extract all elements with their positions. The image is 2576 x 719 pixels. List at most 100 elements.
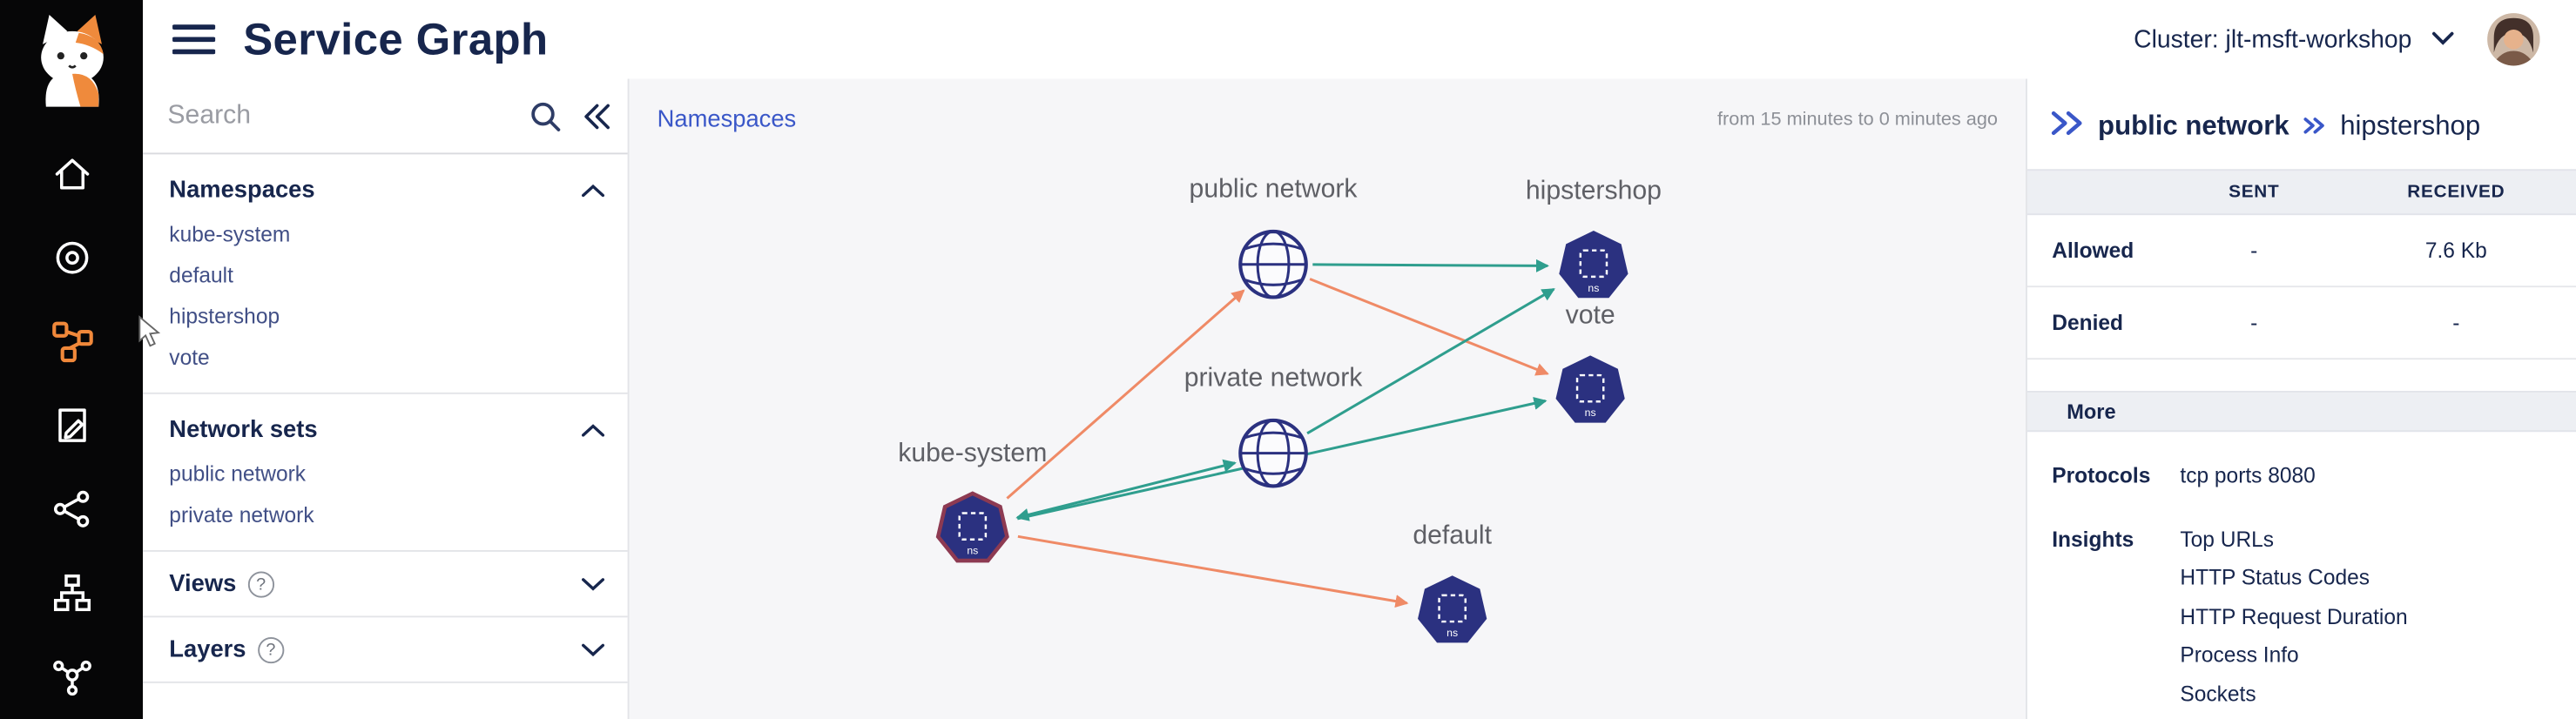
page-title: Service Graph	[243, 14, 549, 64]
graph-edge-kube-system-to-private-network[interactable]	[1015, 459, 1237, 521]
namespaces-section-header[interactable]: Namespaces	[143, 167, 628, 213]
home-icon[interactable]	[49, 151, 95, 198]
chevron-up-icon	[582, 184, 605, 198]
rail-nav	[0, 151, 143, 700]
share-icon[interactable]	[49, 486, 95, 532]
insight-link[interactable]: Process Info	[2180, 642, 2299, 667]
sidebar-item-namespace[interactable]: hipstershop	[169, 304, 280, 329]
help-icon[interactable]: ?	[257, 636, 284, 663]
sitemap-icon[interactable]	[49, 570, 95, 616]
graph-node-kube-system[interactable]: ns	[934, 491, 1010, 567]
topbar-right: Cluster: jlt-msft-workshop	[2134, 13, 2540, 66]
service-graph-icon[interactable]	[49, 319, 95, 365]
protocols-label: Protocols	[2052, 462, 2151, 488]
graph-node-hipstershop[interactable]: ns	[1556, 228, 1632, 304]
graph-view-label: Namespaces	[657, 106, 797, 133]
graph-node-label-vote: vote	[1565, 302, 1615, 331]
help-icon[interactable]: ?	[247, 570, 274, 597]
double-chevron-right-icon[interactable]	[2050, 110, 2083, 144]
views-section-label: Views	[169, 570, 237, 597]
graph-edge-public-network-to-hipstershop[interactable]	[1312, 259, 1549, 272]
flow-table-header: SENT RECEIVED	[2026, 169, 2576, 216]
graph-edge-private-network-to-hipstershop[interactable]	[1306, 287, 1555, 435]
graph-node-label-private-network: private network	[1183, 364, 1363, 393]
network-sets-section-header[interactable]: Network sets	[143, 407, 628, 454]
svg-text:ns: ns	[1588, 282, 1599, 294]
graph-nodes-layer: public network hipstershop ns vote ns private…	[630, 79, 2026, 719]
views-section-header[interactable]: Views ?	[143, 552, 628, 618]
mouse-cursor	[138, 315, 162, 356]
graph-node-vote[interactable]: ns	[1553, 353, 1629, 429]
flow-table-row: Allowed - 7.6 Kb	[2026, 215, 2576, 288]
more-label: More	[2067, 400, 2116, 423]
graph-node-public-network[interactable]	[1236, 226, 1312, 302]
graph-node-private-network[interactable]	[1236, 415, 1312, 491]
graph-node-label-hipstershop: hipstershop	[1525, 177, 1662, 205]
column-sent: SENT	[2229, 182, 2280, 203]
collapse-sidebar-icon[interactable]	[580, 101, 611, 131]
more-section-header: More	[2026, 390, 2576, 433]
calico-cat-logo[interactable]	[25, 8, 118, 118]
flow-row-label: Denied	[2052, 310, 2124, 335]
graph-node-label-kube-system: kube-system	[898, 440, 1048, 468]
donut-icon[interactable]	[49, 235, 95, 281]
breadcrumb-separator-icon	[2304, 112, 2326, 142]
sidebar-item-namespace[interactable]: default	[169, 262, 233, 288]
flow-row-sent: -	[2250, 310, 2258, 335]
top-bar: Service Graph Cluster: jlt-msft-workshop	[143, 0, 2576, 79]
network-sets-section: Network sets public network private netwo…	[143, 394, 628, 552]
chevron-down-icon	[582, 642, 605, 656]
protocols-value: tcp ports 8080	[2180, 462, 2316, 488]
flow-details-panel: public network hipstershop SENT RECEIVED…	[2026, 78, 2576, 719]
namespaces-section: Namespaces kube-system default hipstershop…	[143, 154, 628, 394]
flow-row-received: -	[2452, 310, 2460, 335]
insight-link[interactable]: Top URLs	[2180, 526, 2275, 551]
flow-row-received: 7.6 Kb	[2424, 238, 2487, 263]
insight-link[interactable]: HTTP Status Codes	[2180, 564, 2370, 590]
chevron-down-icon	[582, 577, 605, 590]
sidebar: Namespaces kube-system default hipstershop…	[143, 78, 630, 719]
graph-node-label-default: default	[1413, 521, 1492, 550]
flow-table-row: Denied - -	[2026, 287, 2576, 360]
svg-text:ns: ns	[1585, 407, 1596, 419]
search-icon[interactable]	[529, 99, 562, 132]
breadcrumb-source[interactable]: public network	[2098, 111, 2289, 142]
network-sets-section-label: Network sets	[169, 417, 318, 444]
chevron-up-icon	[582, 424, 605, 437]
insights-label: Insights	[2052, 526, 2134, 551]
graph-node-label-public-network: public network	[1189, 175, 1358, 204]
molecule-icon[interactable]	[49, 654, 95, 700]
breadcrumb: public network hipstershop	[2027, 79, 2576, 170]
insight-link[interactable]: HTTP Request Duration	[2180, 603, 2408, 628]
search-row	[143, 79, 628, 155]
service-graph-canvas[interactable]: public network hipstershop ns vote ns private…	[629, 78, 2026, 719]
pen-icon[interactable]	[49, 402, 95, 448]
layers-section-header[interactable]: Layers ?	[143, 617, 628, 683]
breadcrumb-target[interactable]: hipstershop	[2340, 111, 2481, 142]
search-input[interactable]	[164, 99, 511, 132]
sidebar-item-namespace[interactable]: kube-system	[169, 221, 291, 246]
sidebar-item-network-set[interactable]: private network	[169, 502, 314, 527]
namespaces-section-label: Namespaces	[169, 177, 315, 204]
app-icon-rail	[0, 0, 161, 719]
protocols-row: Protocols tcp ports 8080	[2027, 456, 2576, 494]
layers-section-label: Layers	[169, 636, 246, 663]
chevron-down-icon[interactable]	[2431, 24, 2454, 54]
graph-node-default[interactable]: ns	[1414, 573, 1490, 648]
user-avatar[interactable]	[2487, 13, 2540, 66]
sidebar-item-network-set[interactable]: public network	[169, 461, 307, 487]
flow-row-sent: -	[2250, 238, 2258, 263]
graph-edge-public-network-to-vote[interactable]	[1309, 278, 1549, 376]
cluster-selector[interactable]: Cluster: jlt-msft-workshop	[2134, 25, 2412, 54]
sidebar-item-namespace[interactable]: vote	[169, 345, 210, 370]
time-range-label: from 15 minutes to 0 minutes ago	[1717, 110, 1998, 131]
insight-link[interactable]: Sockets	[2180, 680, 2256, 706]
column-received: RECEIVED	[2407, 182, 2505, 203]
hamburger-menu-icon[interactable]	[172, 23, 216, 56]
svg-text:ns: ns	[1446, 627, 1458, 639]
graph-edge-kube-system-to-default[interactable]	[1017, 534, 1409, 608]
svg-text:ns: ns	[967, 545, 978, 557]
